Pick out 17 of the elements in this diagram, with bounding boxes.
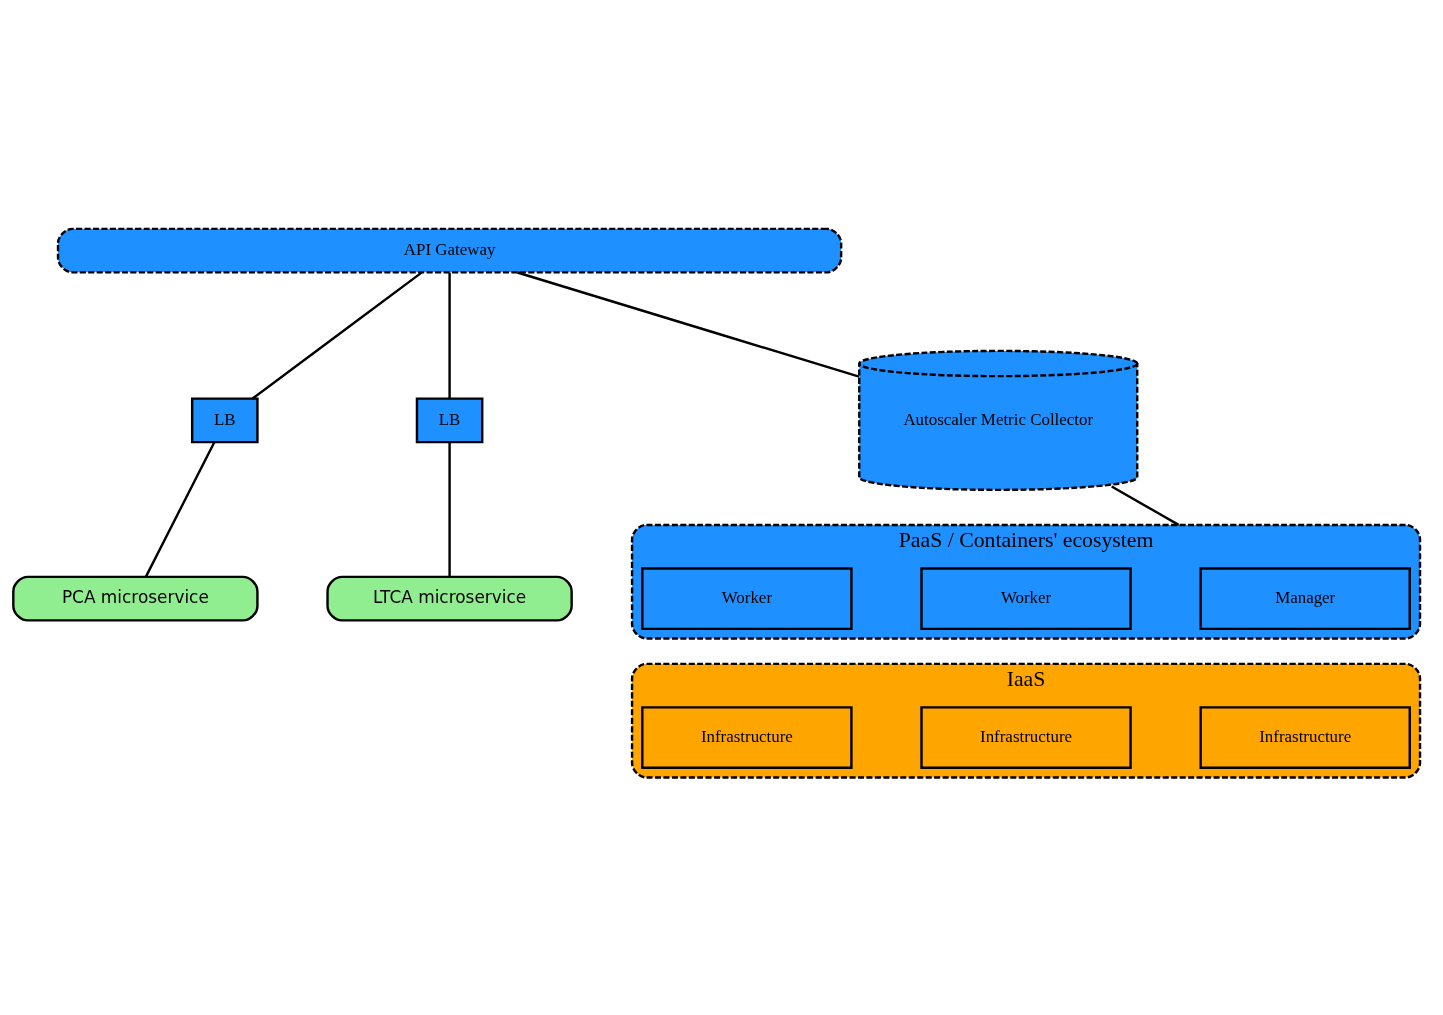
node-box: LB bbox=[415, 396, 484, 443]
node-box: Worker bbox=[641, 566, 853, 630]
node-box: LB bbox=[190, 396, 259, 443]
connector bbox=[448, 441, 451, 577]
connector bbox=[448, 272, 451, 399]
node-box: Infrastructure bbox=[920, 705, 1132, 769]
node-box: Infrastructure bbox=[1199, 705, 1411, 769]
node-box: Manager bbox=[1199, 566, 1411, 630]
node-box: Infrastructure bbox=[641, 705, 853, 769]
node-box: PCA microservice bbox=[12, 575, 259, 622]
connector bbox=[251, 271, 423, 400]
connector bbox=[517, 270, 860, 378]
node-box: LTCA microservice bbox=[326, 575, 573, 622]
connector bbox=[144, 441, 216, 577]
node-box: Worker bbox=[920, 566, 1132, 630]
node-box: API Gateway bbox=[56, 227, 843, 274]
connector bbox=[1111, 485, 1180, 526]
